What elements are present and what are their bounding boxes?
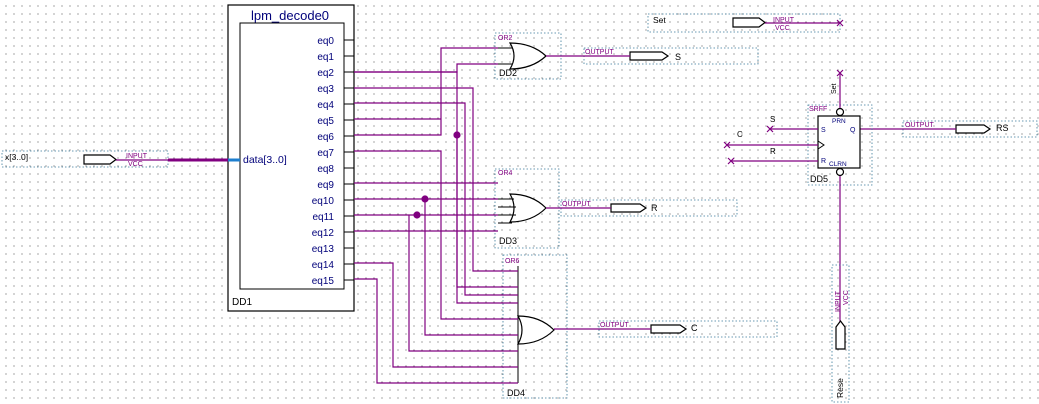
decoder-output-eq0: eq0 — [317, 36, 334, 47]
decoder-output-eq2: eq2 — [317, 68, 334, 79]
c-net-terminal-x-icon — [723, 141, 731, 149]
input-pin-set-vcc: VCC — [775, 25, 790, 32]
decoder-output-eq7: eq7 — [317, 148, 334, 159]
decoder-output-eq4: eq4 — [317, 100, 334, 111]
decoder-to-gate-wires — [354, 47, 518, 384]
decoder-output-eq5: eq5 — [317, 116, 334, 127]
input-pin-x-name: x[3..0] — [5, 152, 28, 162]
output-pin-c-name: C — [691, 323, 698, 333]
c-net-label: C — [737, 130, 743, 139]
decoder-output-eq15: eq15 — [312, 276, 335, 287]
decoder-output-eq3: eq3 — [317, 84, 334, 95]
or-gate-dd4-type: OR6 — [505, 258, 520, 265]
output-pin-r-type: OUTPUT — [562, 201, 592, 208]
decoder-output-eq9: eq9 — [317, 180, 334, 191]
input-pin-x[interactable]: x[3..0] INPUT VCC — [1, 150, 169, 168]
decoder-block[interactable]: lpm_decode0 DD1 data[3..0] eq0 eq1 eq2 eq3 e… — [227, 4, 355, 312]
set-pin-terminal-x-icon — [836, 19, 844, 27]
output-pin-s-type: OUTPUT — [585, 49, 615, 56]
decoder-output-eq8: eq8 — [317, 164, 334, 175]
r-net-label: R — [770, 147, 776, 156]
input-pin-reset[interactable]: INPUT VCC Rese — [831, 264, 850, 403]
decoder-title: lpm_decode0 — [251, 8, 329, 23]
flipflop-clrn: CLRN — [829, 161, 847, 168]
or-gate-dd2-ref: DD2 — [499, 68, 517, 78]
input-pin-x-vcc: VCC — [128, 161, 143, 168]
sr-flipflop[interactable]: SRFF PRN CLRN S R Q DD5 — [807, 104, 873, 186]
decoder-ref: DD1 — [232, 297, 252, 308]
or-gate-dd3[interactable]: OR4 DD3 — [494, 168, 560, 249]
input-pin-set-type: INPUT — [773, 17, 795, 24]
flipflop-type: SRFF — [809, 106, 827, 113]
decoder-output-eq10: eq10 — [312, 196, 335, 207]
input-pin-set[interactable]: Set INPUT VCC — [647, 13, 844, 33]
or-gate-dd2[interactable]: OR2 DD2 — [494, 32, 562, 80]
decoder-output-eq11: eq11 — [312, 212, 334, 223]
decoder-input-port: data[3..0] — [243, 154, 287, 166]
flipflop-r-pin: R — [821, 158, 826, 165]
input-pin-reset-vcc: VCC — [843, 290, 850, 305]
or-gate-dd2-type: OR2 — [498, 35, 513, 42]
output-pin-r-name: R — [651, 203, 658, 213]
or-gate-dd4-ref: DD4 — [507, 388, 525, 398]
set-net-terminal-x-icon — [836, 69, 844, 77]
flipflop-ref: DD5 — [810, 174, 828, 184]
flipflop-q-pin: Q — [850, 127, 856, 134]
or-gate-dd4[interactable]: OR6 DD4 — [502, 254, 568, 399]
output-pin-rs-name: RS — [996, 123, 1009, 133]
decoder-output-eq14: eq14 — [312, 260, 335, 271]
set-net-label: Set — [831, 83, 838, 94]
input-pin-x-type: INPUT — [126, 153, 148, 160]
or-gate-dd3-ref: DD3 — [499, 236, 517, 246]
s-net-label: S — [770, 115, 775, 124]
decoder-output-eq13: eq13 — [312, 244, 335, 255]
output-pin-c-type: OUTPUT — [600, 322, 630, 329]
input-pin-reset-name: Rese — [835, 378, 845, 398]
decoder-output-eq6: eq6 — [317, 132, 334, 143]
s-net-terminal-x-icon — [766, 125, 774, 133]
r-net-terminal-x-icon — [727, 157, 735, 165]
decoder-output-eq1: eq1 — [317, 52, 334, 63]
flipflop-wiring: Set S C R — [723, 69, 844, 322]
or-gate-dd3-type: OR4 — [498, 170, 513, 177]
output-pin-rs-type: OUTPUT — [905, 122, 935, 129]
flipflop-prn: PRN — [832, 118, 846, 125]
decoder-output-eq12: eq12 — [312, 228, 335, 239]
input-pin-set-name: Set — [653, 15, 666, 25]
output-pin-c[interactable]: OUTPUT C — [598, 320, 778, 338]
output-pin-s-name: S — [675, 52, 681, 62]
input-pin-reset-type: INPUT — [835, 290, 842, 312]
flipflop-s-pin: S — [821, 127, 826, 134]
